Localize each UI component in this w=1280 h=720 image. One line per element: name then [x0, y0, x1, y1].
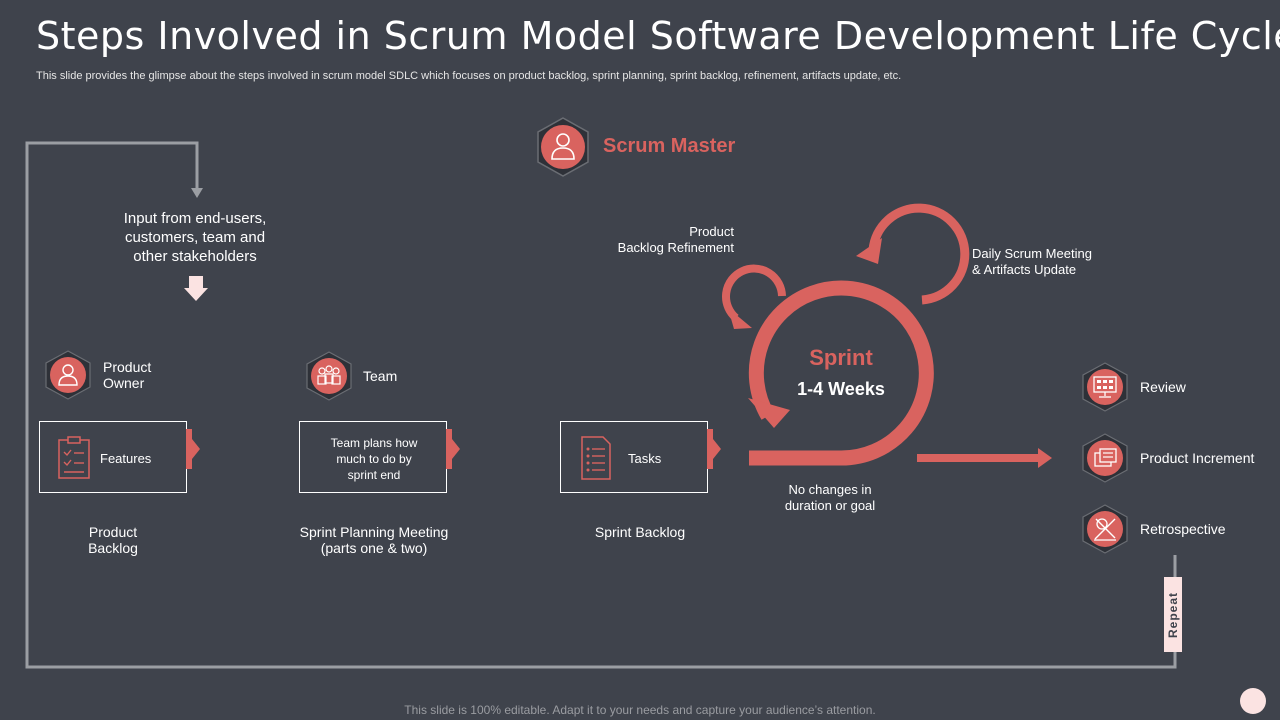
product-owner-badge — [43, 350, 93, 405]
clipboard-checklist-icon — [58, 436, 90, 479]
team-plans-tab-arrow — [452, 439, 460, 459]
output-arrow-head — [1038, 448, 1052, 468]
sprint-planning-line-2: (parts one & two) — [320, 540, 428, 556]
repeat-label: Repeat — [1166, 591, 1180, 638]
refinement-label: Product Backlog Refinement — [604, 224, 734, 256]
review-label: Review — [1140, 379, 1186, 395]
scrum-master-person-icon — [537, 117, 589, 177]
team-plans-line-2: much to do by — [336, 452, 412, 466]
output-arrow-shaft — [917, 454, 1039, 462]
product-increment-icon — [1082, 433, 1128, 483]
input-line-3: other stakeholders — [133, 248, 257, 265]
product-increment-badge — [1080, 433, 1130, 488]
daily-scrum-line-2: & Artifacts Update — [972, 262, 1077, 277]
retrospective-badge — [1080, 504, 1130, 559]
daily-loop-arc — [868, 203, 970, 305]
scrum-master-badge — [533, 117, 593, 182]
team-plans-line-1: Team plans how — [330, 436, 418, 450]
team-label: Team — [363, 368, 398, 384]
sprint-loop-arrowhead — [748, 398, 790, 428]
refinement-line-2: Backlog Refinement — [617, 240, 734, 255]
product-owner-line-2: Owner — [103, 375, 145, 391]
product-backlog-line-2: Backlog — [88, 540, 138, 556]
scrum-master-label: Scrum Master — [603, 135, 736, 157]
retrospective-label: Retrospective — [1140, 521, 1226, 537]
features-box: Features — [39, 421, 200, 493]
team-plans-tab — [446, 429, 452, 469]
features-tab — [186, 429, 192, 469]
features-label: Features — [100, 451, 152, 466]
refinement-loop-arc — [722, 264, 786, 322]
team-group-icon — [306, 351, 352, 401]
team-plans-text: Team plans how much to do by sprint end — [300, 435, 448, 483]
input-text: Input from end-users, customers, team an… — [95, 209, 295, 266]
tasks-box: Tasks — [560, 421, 721, 493]
review-badge — [1080, 362, 1130, 417]
no-changes-line-1: No changes in — [788, 482, 872, 497]
product-backlog-line-1: Product — [88, 524, 138, 540]
product-owner-line-1: Product — [103, 359, 152, 375]
refinement-loop-arrowhead — [728, 308, 752, 329]
daily-scrum-label: Daily Scrum Meeting & Artifacts Update — [972, 246, 1092, 278]
slide-title: Steps Involved in Scrum Model Software D… — [36, 14, 1280, 58]
corner-circle — [1240, 688, 1266, 714]
input-line-1: Input from end-users, — [123, 210, 267, 227]
features-tab-arrow — [192, 439, 200, 459]
product-owner-person-icon — [45, 350, 91, 400]
no-changes-label: No changes in duration or goal — [760, 482, 900, 514]
repeat-tag: Repeat — [1164, 577, 1182, 652]
slide-footer: This slide is 100% editable. Adapt it to… — [404, 703, 876, 717]
team-badge — [304, 351, 354, 406]
slide-subtitle: This slide provides the glimpse about th… — [36, 70, 902, 82]
tasks-tab-arrow — [713, 439, 721, 459]
product-owner-label: Product Owner — [103, 359, 151, 391]
task-list-icon — [581, 436, 611, 480]
sprint-backlog-caption: Sprint Backlog — [594, 524, 686, 540]
sprint-planning-line-1: Sprint Planning Meeting — [299, 524, 449, 540]
team-plans-box: Team plans how much to do by sprint end — [299, 421, 460, 493]
product-backlog-caption: Product Backlog — [39, 524, 187, 556]
tasks-label: Tasks — [628, 451, 662, 466]
review-monitor-icon — [1082, 362, 1128, 412]
retrospective-icon — [1082, 504, 1128, 554]
tasks-tab — [707, 429, 713, 469]
sprint-title: Sprint — [809, 345, 873, 370]
product-increment-label: Product Increment — [1140, 450, 1255, 466]
input-down-arrow — [184, 276, 208, 301]
input-line-2: customers, team and — [124, 229, 266, 246]
daily-loop-arrowhead — [856, 238, 882, 264]
no-changes-line-2: duration or goal — [784, 498, 876, 513]
sprint-loop-arc — [748, 280, 934, 466]
sprint-duration: 1-4 Weeks — [797, 379, 885, 399]
refinement-line-1: Product — [689, 224, 734, 239]
sprint-planning-caption: Sprint Planning Meeting (parts one & two… — [279, 524, 469, 556]
team-plans-line-3: sprint end — [347, 468, 401, 482]
feedback-loop-arrowhead — [191, 188, 203, 198]
daily-scrum-line-1: Daily Scrum Meeting — [972, 246, 1092, 261]
